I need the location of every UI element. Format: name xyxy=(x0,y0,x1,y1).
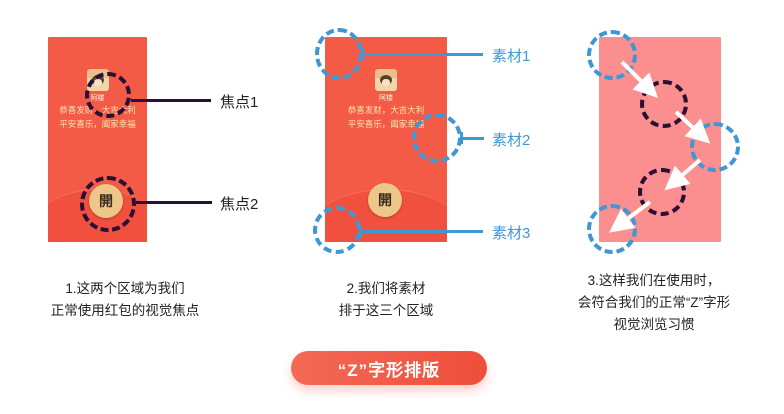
panel-3-caption: 3.这样我们在使用时， 会符合我们的正常“Z”字形 视觉浏览习惯 xyxy=(534,270,774,336)
focus-ring-2 xyxy=(80,176,136,232)
panel-2-caption-line-2: 排于这三个区域 xyxy=(338,303,434,318)
panel-1-caption: 1.这两个区域为我们 正常使用红包的视觉焦点 xyxy=(10,278,240,322)
blessing-line-2: 平安喜乐，阖家幸福 xyxy=(59,119,136,129)
z-layout-title-pill: “Z”字形排版 xyxy=(291,351,487,385)
panel-2-caption: 2.我们将素材 排于这三个区域 xyxy=(286,278,486,322)
material-2-label: 素材2 xyxy=(492,132,531,149)
z-ring-top-left xyxy=(587,30,637,80)
focus-1-label: 焦点1 xyxy=(220,94,259,111)
panel-3-caption-line-2: 会符合我们的正常“Z”字形 xyxy=(577,295,731,310)
focus-ring-1 xyxy=(85,72,131,118)
material-connector-3-tick xyxy=(359,225,362,237)
open-button[interactable]: 開 xyxy=(368,183,402,217)
panel-3-caption-line-1: 3.这样我们在使用时， xyxy=(587,273,721,288)
arrow-2 xyxy=(674,110,711,144)
z-ring-lower-middle xyxy=(638,168,686,216)
material-connector-2-tick xyxy=(460,132,463,144)
z-ring-right xyxy=(690,122,740,172)
blessing-line-1: 恭喜发财，大吉大利 xyxy=(347,105,425,115)
material-connector-1-tick xyxy=(361,48,364,60)
focus-connector-1 xyxy=(131,99,211,102)
material-3-label: 素材3 xyxy=(492,225,531,242)
sender-avatar xyxy=(375,69,397,91)
sender-name: 阿楼 xyxy=(379,95,393,102)
arrow-4 xyxy=(609,200,652,233)
material-connector-2 xyxy=(462,137,484,140)
focus-2-label: 焦点2 xyxy=(220,196,259,213)
panel-1-caption-line-2: 正常使用红包的视觉焦点 xyxy=(50,303,200,318)
focus-connector-2 xyxy=(136,201,212,204)
material-connector-1 xyxy=(363,53,483,56)
panel-1-caption-line-1: 1.这两个区域为我们 xyxy=(65,281,185,296)
z-ring-upper-middle xyxy=(640,80,688,128)
arrow-1 xyxy=(620,60,658,98)
material-connector-3 xyxy=(361,230,483,233)
material-1-label: 素材1 xyxy=(492,48,531,65)
blessing-line-2: 平安喜乐，阖家幸福 xyxy=(347,119,425,129)
panel-2-caption-line-1: 2.我们将素材 xyxy=(346,281,426,296)
panel-3-caption-line-3: 视觉浏览习惯 xyxy=(613,317,695,332)
arrow-3 xyxy=(664,158,702,191)
